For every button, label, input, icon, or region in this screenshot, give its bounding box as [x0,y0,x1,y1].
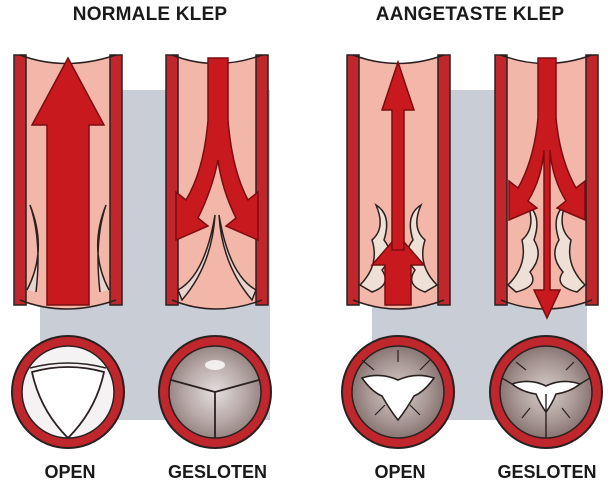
normal-open-cross-section [12,336,124,448]
normal-open-label: OPEN [20,462,120,490]
affected-closed-cross-section [490,336,602,448]
affected-open-cross-section [342,336,454,448]
affected-open-label: OPEN [350,462,450,490]
affected-closed-label: GESLOTEN [488,462,606,490]
normal-closed-cross-section [159,336,271,448]
normal-closed-label: GESLOTEN [160,462,275,490]
